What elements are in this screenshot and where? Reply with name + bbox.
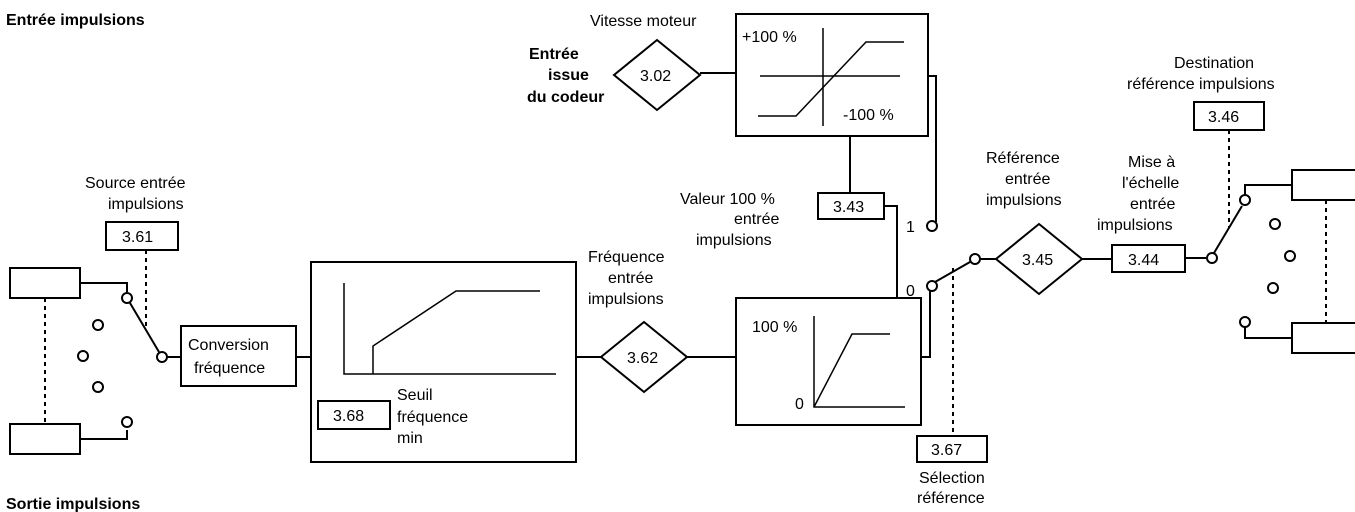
label-val100-1: Valeur 100 % bbox=[680, 191, 775, 208]
param-3.45-label: 3.45 bbox=[1022, 252, 1053, 269]
label-encoder-input-3: du codeur bbox=[527, 89, 604, 106]
switch-contact-1 bbox=[926, 220, 938, 232]
switch-contact bbox=[121, 416, 133, 428]
label-dest-2: référence impulsions bbox=[1127, 76, 1275, 93]
label-switch-1: 1 bbox=[906, 219, 915, 236]
switch-pivot-ref bbox=[969, 253, 981, 265]
switch-contact bbox=[1269, 218, 1281, 230]
label-source-1: Source entrée bbox=[85, 175, 186, 192]
param-3.44-label: 3.44 bbox=[1128, 252, 1159, 269]
label-scale-3: entrée bbox=[1130, 196, 1175, 213]
label-scale-2: l'échelle bbox=[1122, 175, 1179, 192]
switch-contact bbox=[92, 381, 104, 393]
label-zero: 0 bbox=[795, 396, 804, 413]
source-input-block-bottom bbox=[9, 423, 81, 455]
label-val100-2: entrée bbox=[734, 211, 779, 228]
label-seuil-3: min bbox=[397, 430, 423, 447]
destination-block-bottom bbox=[1291, 322, 1355, 354]
param-3.44-box: 3.44 bbox=[1111, 244, 1186, 273]
param-3.61-box: 3.61 bbox=[105, 221, 179, 251]
param-3.61-label: 3.61 bbox=[122, 229, 153, 246]
switch-contact bbox=[121, 292, 133, 304]
param-3.02-label: 3.02 bbox=[640, 68, 671, 85]
destination-block-top bbox=[1291, 169, 1355, 201]
param-3.68-box bbox=[317, 400, 391, 430]
label-vitesse-moteur: Vitesse moteur bbox=[590, 13, 697, 30]
param-3.67-box: 3.67 bbox=[916, 435, 988, 463]
switch-pivot bbox=[156, 351, 168, 363]
param-3.43-box: 3.43 bbox=[817, 192, 885, 220]
switch-contact bbox=[1267, 282, 1279, 294]
switch-contact bbox=[77, 350, 89, 362]
param-3.62-diamond: 3.62 bbox=[599, 320, 689, 394]
switch-contact bbox=[1284, 250, 1296, 262]
label-seuil-1: Seuil bbox=[397, 387, 433, 404]
label-dest-1: Destination bbox=[1174, 55, 1254, 72]
label-conversion: Conversion bbox=[188, 337, 269, 354]
label-encoder-input-1: Entrée bbox=[529, 46, 579, 63]
label-freq-2: entrée bbox=[608, 270, 653, 287]
label-ref-1: Référence bbox=[986, 150, 1060, 167]
frequency-conversion-block: Conversion fréquence bbox=[180, 325, 297, 387]
switch-contact bbox=[1239, 316, 1251, 328]
label-seuil-2: fréquence bbox=[397, 409, 468, 426]
param-3.43-label: 3.43 bbox=[833, 199, 864, 216]
label-selection-2: référence bbox=[917, 490, 985, 507]
label-ref-3: impulsions bbox=[986, 192, 1062, 209]
param-3.46-box: 3.46 bbox=[1193, 101, 1265, 131]
label-ref-2: entrée bbox=[1005, 171, 1050, 188]
param-3.68-label: 3.68 bbox=[333, 408, 364, 425]
label-selection-1: Sélection bbox=[919, 470, 985, 487]
label-source-2: impulsions bbox=[108, 196, 184, 213]
label-frequence: fréquence bbox=[194, 360, 265, 377]
label-freq-3: impulsions bbox=[588, 291, 664, 308]
param-3.62-label: 3.62 bbox=[627, 350, 658, 367]
label-scale-4: impulsions bbox=[1097, 217, 1173, 234]
param-3.45-diamond: 3.45 bbox=[994, 222, 1084, 296]
label-minus100: -100 % bbox=[843, 107, 894, 124]
label-pct100: 100 % bbox=[752, 319, 797, 336]
source-input-block-top bbox=[9, 267, 81, 299]
param-3.46-label: 3.46 bbox=[1208, 109, 1239, 126]
min-frequency-threshold-block: 3.68 Seuil fréquence min bbox=[310, 261, 577, 463]
label-scale-1: Mise à bbox=[1128, 154, 1175, 171]
label-plus100: +100 % bbox=[742, 29, 797, 46]
bipolar-limiter-block: +100 % -100 % bbox=[735, 13, 929, 137]
switch-contact bbox=[1239, 194, 1251, 206]
label-freq-1: Fréquence bbox=[588, 249, 665, 266]
label-val100-3: impulsions bbox=[696, 232, 772, 249]
heading-pulse-output: Sortie impulsions bbox=[6, 496, 140, 512]
label-encoder-input-2: issue bbox=[548, 67, 589, 84]
heading-pulse-input: Entrée impulsions bbox=[6, 12, 145, 29]
switch-pivot-dest bbox=[1206, 252, 1218, 264]
label-switch-0: 0 bbox=[906, 283, 915, 300]
switch-contact-0 bbox=[926, 280, 938, 292]
param-3.02-diamond: 3.02 bbox=[612, 38, 702, 112]
unipolar-scaling-block: 100 % 0 bbox=[735, 297, 922, 426]
param-3.67-label: 3.67 bbox=[931, 442, 962, 459]
switch-contact bbox=[92, 319, 104, 331]
